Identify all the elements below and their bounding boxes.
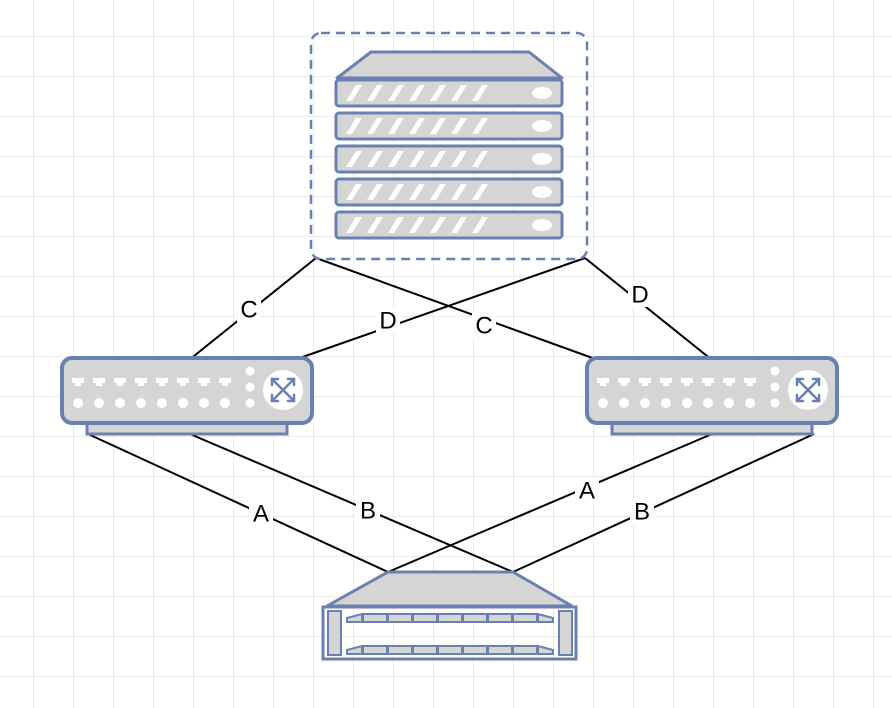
rack-unit xyxy=(334,78,564,108)
svg-text:D: D xyxy=(631,282,648,309)
svg-text:B: B xyxy=(634,499,650,526)
svg-text:D: D xyxy=(379,308,396,335)
link-label-a-right: A xyxy=(575,477,599,505)
storage-bay-row xyxy=(346,644,554,655)
link-label-d-left: D xyxy=(376,307,400,335)
storage-node[interactable] xyxy=(321,570,578,661)
link-label-b-left: B xyxy=(356,497,380,525)
selection-frame xyxy=(309,31,589,261)
link-line-a-right[interactable] xyxy=(387,433,713,573)
link-label-c-right: C xyxy=(472,312,496,340)
svg-text:C: C xyxy=(240,297,257,324)
link-line-a-left[interactable] xyxy=(87,433,389,573)
link-label-b-right: B xyxy=(630,498,654,526)
link-line-d-left[interactable] xyxy=(293,257,586,361)
link-line-b-left[interactable] xyxy=(189,433,514,573)
server-rack-node[interactable] xyxy=(309,31,589,261)
rack-unit xyxy=(334,144,564,174)
switch-left-node[interactable] xyxy=(60,356,314,436)
rack-unit xyxy=(334,210,564,240)
link-line-c-right[interactable] xyxy=(315,257,599,361)
connection-lines xyxy=(87,257,815,573)
network-switch-icon xyxy=(585,356,839,436)
switch-right-node[interactable] xyxy=(585,356,839,436)
rack-unit xyxy=(334,177,564,207)
link-label-c-left: C xyxy=(237,296,261,324)
link-line-d-right[interactable] xyxy=(584,257,713,361)
svg-text:C: C xyxy=(475,313,492,340)
svg-text:A: A xyxy=(253,501,269,528)
storage-array-icon xyxy=(321,570,578,661)
link-label-a-left: A xyxy=(249,500,273,528)
network-switch-icon xyxy=(60,356,314,436)
link-line-b-right[interactable] xyxy=(512,433,815,573)
svg-text:B: B xyxy=(360,498,376,525)
server-rack-icon xyxy=(334,50,564,240)
link-labels: C D C D A B A B xyxy=(237,281,654,528)
storage-bay-row xyxy=(346,612,554,623)
link-label-d-right: D xyxy=(628,281,652,309)
rack-unit xyxy=(334,111,564,141)
svg-text:A: A xyxy=(579,478,595,505)
